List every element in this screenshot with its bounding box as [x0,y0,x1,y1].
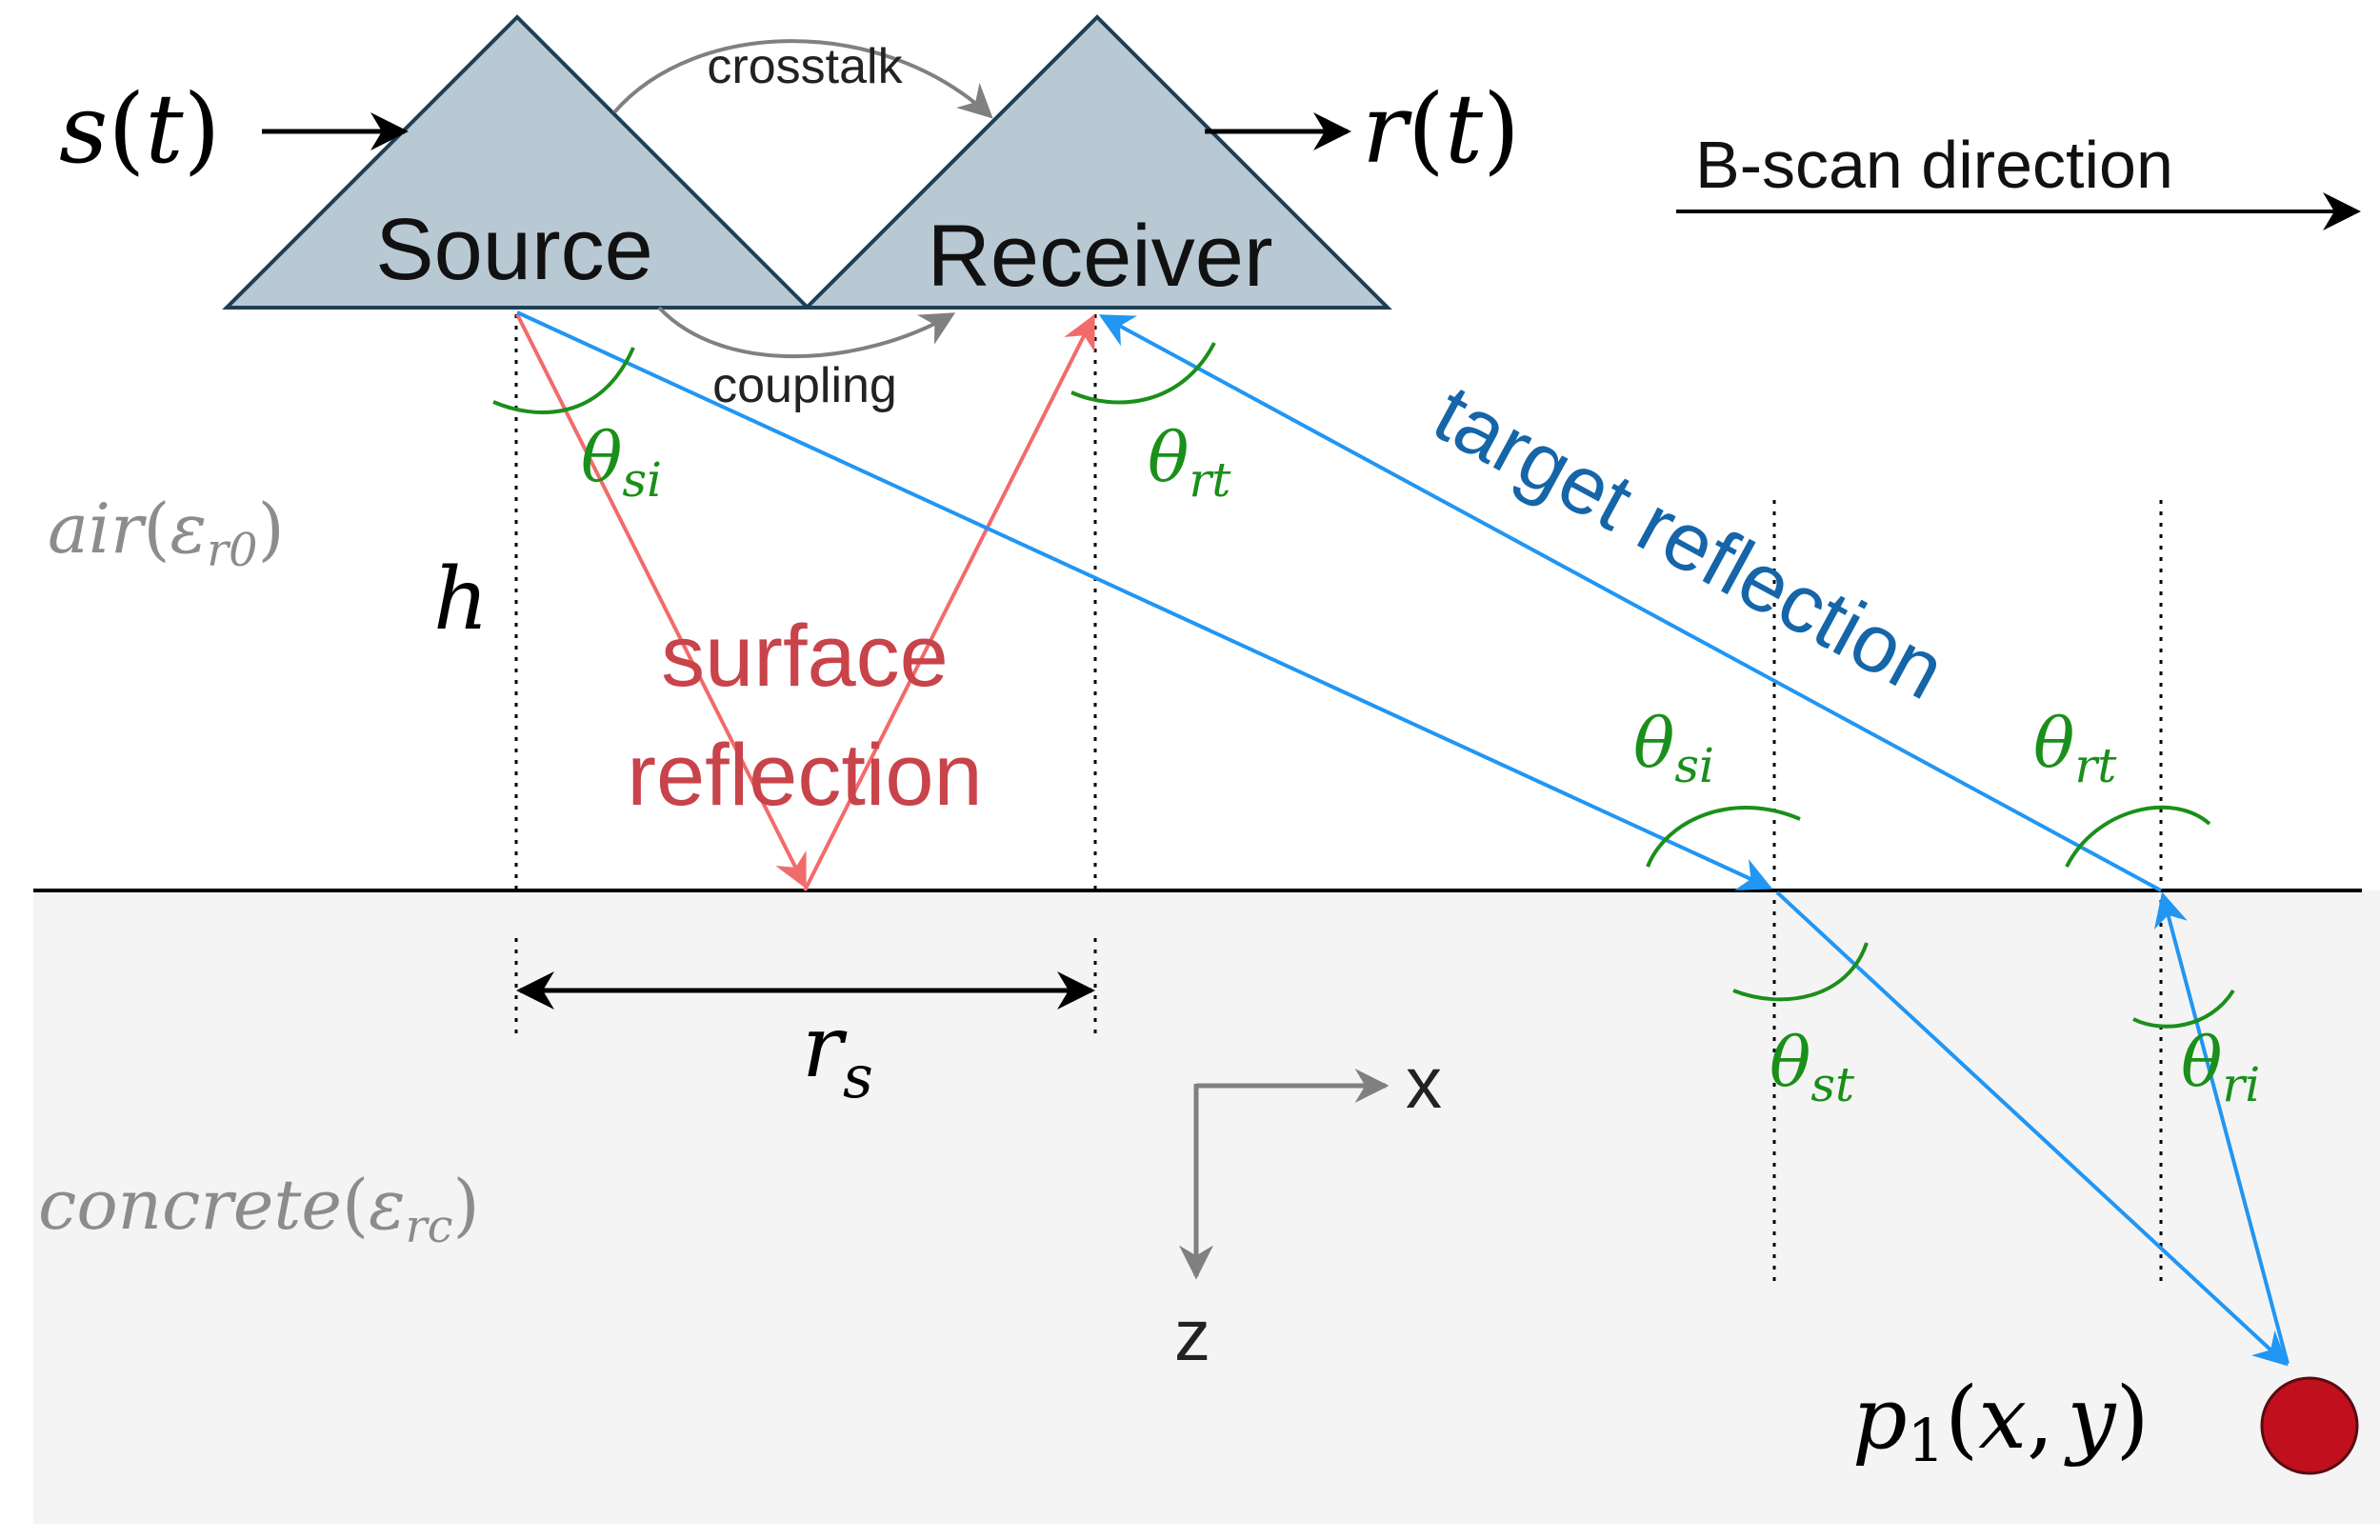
theta-rt-receiver-symbol: θ [1148,417,1189,497]
p1-sub: 1 [1908,1406,1945,1475]
theta-si-entry-symbol: θ [1633,703,1674,783]
concrete-region [33,890,2380,1524]
air-close: ) [258,489,285,569]
crosstalk-arrow [612,39,993,119]
air-medium-label: air(εr0) [48,489,285,577]
rs-sub: s [843,1042,873,1111]
theta-ri-exit: θri [2181,1022,2260,1112]
x-axis-label: x [1406,1043,1442,1124]
target-transmitted-ray [1775,890,2289,1367]
output-signal-close: ) [1483,73,1520,185]
p1-p: p [1852,1369,1908,1469]
coupling-label: coupling [712,358,897,413]
concrete-sub: rc [406,1200,453,1253]
input-signal-t: t [145,73,184,185]
theta-rt-receiver: θrt [1148,417,1231,508]
target-point-icon [2260,1376,2359,1475]
target-reflection-label: target reflection [1419,368,1959,717]
theta-rt-exit: θrt [2033,703,2117,793]
theta-si-entry: θsi [1633,703,1714,793]
p1-x: x [1978,1369,2027,1469]
concrete-close: ) [453,1165,480,1245]
output-signal-open: ( [1408,73,1445,185]
p1-comma: , [2027,1369,2054,1469]
air-open: ( [143,489,170,569]
concrete-medium-label: concrete(εrc) [38,1165,480,1253]
p1-y: y [2064,1369,2117,1469]
angle-arc-entry-concrete [1732,942,1869,1002]
angle-arc-entry-air [1646,806,1801,868]
rs-label: rs [802,997,873,1111]
theta-st-entry-sub: st [1810,1057,1855,1112]
z-axis-label: z [1174,1295,1210,1376]
bscan-direction-label: B-scan direction [1695,128,2173,202]
theta-si-entry-sub: si [1674,738,1714,793]
p1-close: ) [2115,1369,2149,1469]
surface-reflected-ray [803,313,1095,891]
output-signal-r: r [1362,73,1412,185]
theta-ri-exit-sub: ri [2222,1057,2260,1112]
theta-st-entry-symbol: θ [1770,1022,1810,1102]
surface-reflection-label-line1: surface [661,608,949,705]
height-h-label: h [433,550,489,650]
theta-ri-exit-symbol: θ [2181,1022,2222,1102]
angle-arc-exit-air [2065,805,2211,868]
theta-st-entry: θst [1770,1022,1855,1112]
theta-si-source-sub: si [622,452,662,508]
input-signal-close: ) [184,73,221,185]
angle-arc-exit-concrete [2132,989,2235,1029]
air-sub: r0 [207,524,257,577]
angle-arcs [492,342,2235,1029]
theta-si-source: θsi [581,417,662,508]
target-point-label: p1(x,y) [1852,1369,2150,1475]
input-signal-s: s [59,73,108,185]
theta-si-source-symbol: θ [581,417,622,497]
crosstalk-label: crosstalk [707,39,903,94]
output-signal-label: r(t) [1362,73,1520,185]
p1-open: ( [1945,1369,1978,1469]
theta-rt-exit-symbol: θ [2033,703,2074,783]
concrete-eps: ε [369,1165,406,1245]
theta-rt-exit-sub: rt [2074,738,2117,793]
source-label: Source [375,201,653,298]
angle-arc-receiver [1070,342,1216,405]
target-incident-ray-air [516,310,1773,890]
source-antenna [222,14,812,310]
input-signal-label: s(t) [59,73,221,185]
input-signal-open: ( [108,73,145,185]
output-signal-t: t [1445,73,1484,185]
concrete-open: ( [342,1165,369,1245]
coupling-arrow [657,306,956,359]
receiver-antenna [802,14,1392,310]
target-return-ray-concrete [2153,891,2290,1365]
theta-rt-receiver-sub: rt [1189,452,1231,508]
angle-arc-source [492,347,635,414]
air-name: air [48,489,147,569]
receiver-label: Receiver [927,208,1272,305]
surface-reflection-label-line2: reflection [627,727,982,824]
rs-r: r [802,997,848,1097]
air-eps: ε [170,489,207,569]
target-return-ray-air [1098,314,2162,892]
concrete-name: concrete [38,1165,342,1245]
